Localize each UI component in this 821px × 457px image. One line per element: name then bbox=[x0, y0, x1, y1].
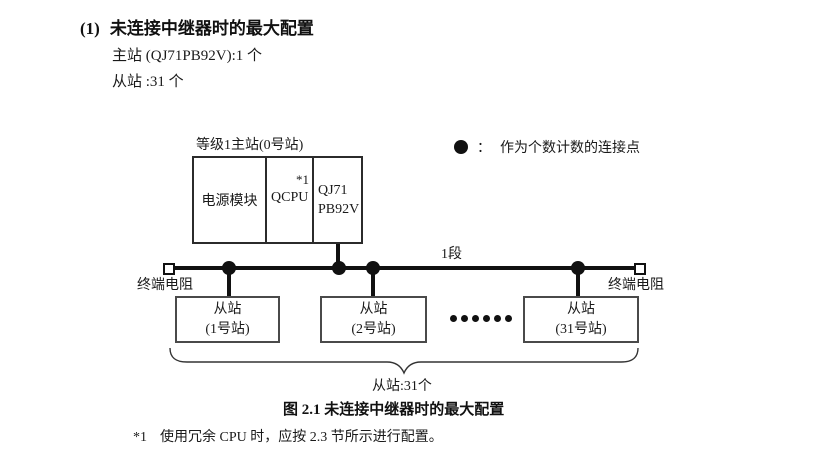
legend-separator: ： bbox=[477, 141, 491, 156]
master-station-label: 等级1主站(0号站) bbox=[196, 138, 304, 153]
slave2-label-line2: (2号站) bbox=[351, 321, 396, 337]
slave1-label-line1: 从站 bbox=[213, 301, 242, 317]
master-station-box: 电源模块 *1 QCPU QJ71 PB92V bbox=[192, 156, 363, 244]
pb92v-label-line1: QJ71 bbox=[318, 183, 348, 198]
slave2-drop-line bbox=[371, 270, 375, 296]
figure-caption: 图 2.1 未连接中继器时的最大配置 bbox=[283, 402, 505, 418]
slave-count-text: 从站 :31 个 bbox=[112, 74, 184, 90]
ellipsis-dots bbox=[450, 315, 512, 322]
slave-station-box-31: 从站 (31号站) bbox=[523, 296, 639, 343]
terminating-resistor-icon-right bbox=[634, 263, 646, 275]
brace bbox=[169, 347, 639, 375]
slave1-drop-line bbox=[227, 270, 231, 296]
connection-point-icon bbox=[454, 140, 468, 154]
footnote-marker: *1 bbox=[133, 430, 147, 445]
terminating-resistor-icon-left bbox=[163, 263, 175, 275]
pb92v-cell: QJ71 PB92V bbox=[314, 158, 359, 242]
power-module-cell: 电源模块 bbox=[194, 158, 267, 242]
footnote-text: 使用冗余 CPU 时，应按 2.3 节所示进行配置。 bbox=[160, 430, 443, 445]
section-title: (1) 未连接中继器时的最大配置 bbox=[80, 14, 314, 39]
section-title-text: 未连接中继器时的最大配置 bbox=[109, 19, 314, 38]
brace-label: 从站:31个 bbox=[372, 379, 432, 394]
cpu-footnote-ref: *1 bbox=[296, 172, 309, 187]
pb92v-label-line2: PB92V bbox=[318, 202, 360, 217]
slave-station-box-2: 从站 (2号站) bbox=[320, 296, 427, 343]
cpu-cell: *1 QCPU bbox=[267, 158, 314, 242]
cpu-label: QCPU bbox=[271, 190, 309, 205]
master-count-text: 主站 (QJ71PB92V):1 个 bbox=[112, 48, 263, 64]
slave31-label-line1: 从站 bbox=[567, 301, 595, 317]
slave31-label-line2: (31号站) bbox=[555, 321, 607, 337]
master-drop-line bbox=[336, 244, 340, 268]
footnote: *1 使用冗余 CPU 时，应按 2.3 节所示进行配置。 bbox=[133, 426, 443, 446]
terminating-resistor-label-right: 终端电阻 bbox=[608, 278, 664, 293]
slave-station-box-1: 从站 (1号站) bbox=[175, 296, 280, 343]
section-number: (1) bbox=[80, 19, 100, 38]
connection-point-dot bbox=[571, 261, 585, 275]
bus-line bbox=[174, 266, 636, 270]
terminating-resistor-label-left: 终端电阻 bbox=[137, 278, 193, 293]
connection-point-dot bbox=[222, 261, 236, 275]
slave31-drop-line bbox=[576, 270, 580, 296]
connection-point-dot bbox=[332, 261, 346, 275]
legend: ： 作为个数计数的连接点 bbox=[454, 137, 640, 157]
segment-label: 1段 bbox=[441, 247, 462, 262]
slave1-label-line2: (1号站) bbox=[205, 321, 250, 337]
connection-point-dot bbox=[366, 261, 380, 275]
legend-text: 作为个数计数的连接点 bbox=[500, 141, 640, 156]
slave2-label-line1: 从站 bbox=[359, 301, 388, 317]
